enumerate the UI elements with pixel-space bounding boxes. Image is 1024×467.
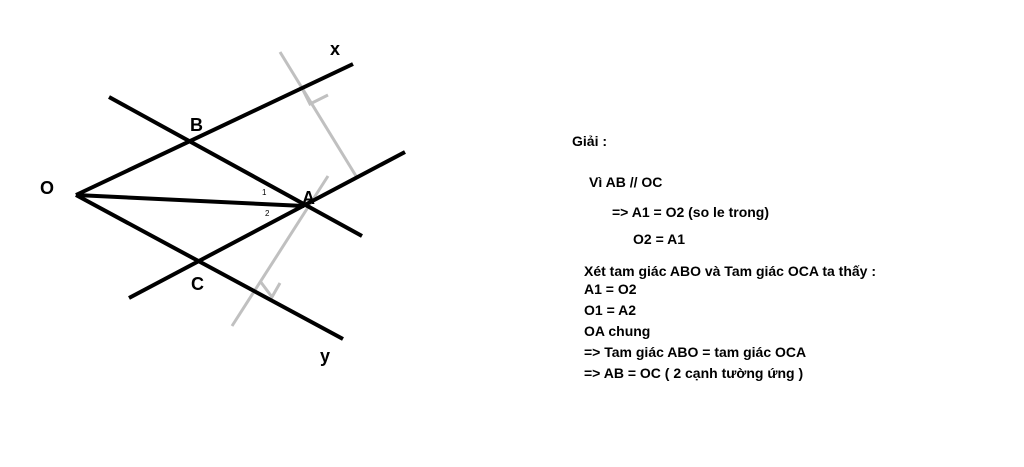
angle-mark-2: 2: [265, 209, 270, 218]
right-angle-mark-upper: [299, 85, 329, 107]
solution-line: Vì AB // OC: [589, 174, 663, 190]
figure-lines: [75, 62, 406, 341]
line-ab: [108, 95, 363, 238]
angle-mark-1: 1: [262, 188, 267, 197]
line-oc-parallel: [128, 150, 406, 300]
point-label-c: C: [191, 274, 204, 294]
segment-oa: [75, 193, 305, 208]
point-label-o: O: [40, 178, 54, 198]
solution-line: => Tam giác ABO = tam giác OCA: [584, 344, 807, 360]
solution-line: => AB = OC ( 2 cạnh tường ứng ): [584, 365, 804, 381]
solution-heading: Giải :: [572, 133, 608, 149]
point-label-b: B: [190, 115, 203, 135]
solution-line: => A1 = O2 (so le trong): [612, 204, 770, 220]
ray-oy: [75, 193, 344, 341]
solution-line: A1 = O2: [584, 281, 637, 297]
solution-line: OA chung: [584, 323, 651, 339]
point-label-a: A: [302, 188, 315, 208]
solution-line: Xét tam giác ABO và Tam giác OCA ta thấy…: [584, 263, 877, 279]
point-label-y: y: [320, 346, 330, 366]
solution-line: O1 = A2: [584, 302, 637, 318]
perpendicular-line-upper: [278, 51, 358, 177]
ray-ox: [75, 62, 354, 197]
right-angle-mark-lower: [258, 280, 282, 300]
point-label-x: x: [330, 39, 340, 59]
solution-line: O2 = A1: [633, 231, 686, 247]
